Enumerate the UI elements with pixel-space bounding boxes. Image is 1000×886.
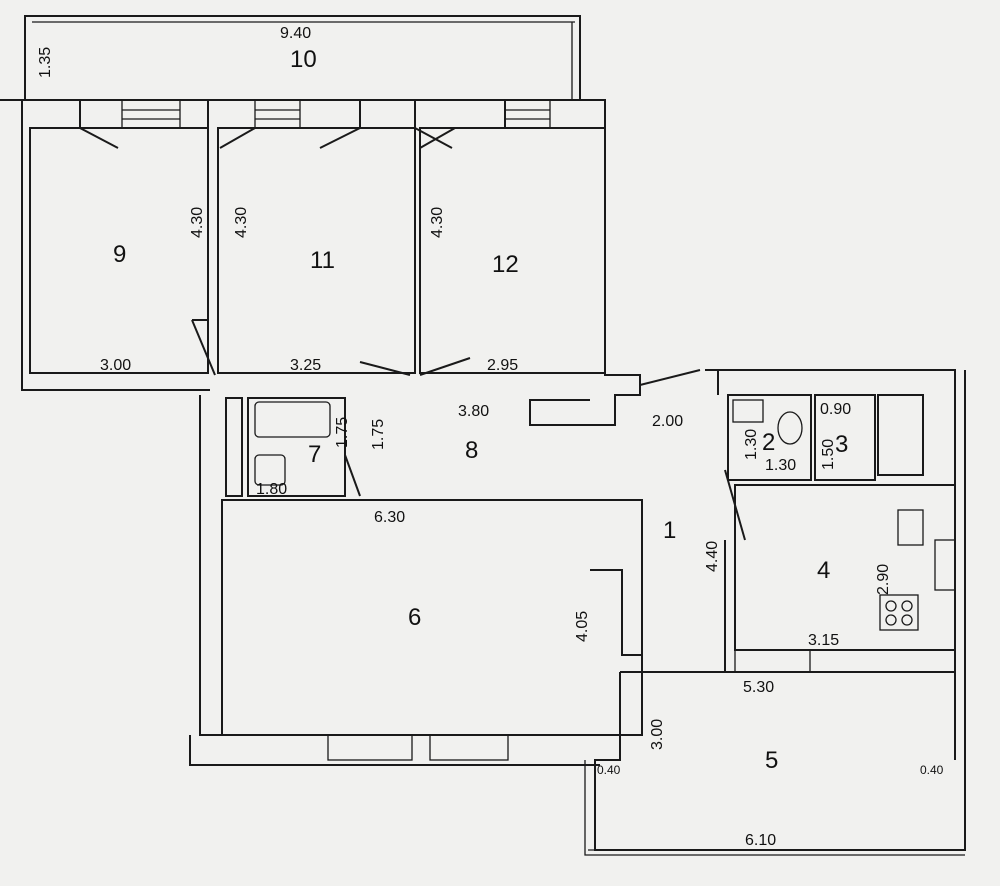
room-number-7: 7 xyxy=(308,441,321,468)
dim-label: 1.50 xyxy=(820,439,837,470)
dimension-labels: 9.40 1.35 4.30 3.00 4.30 3.25 4.30 2.95 … xyxy=(37,25,944,849)
dim-label: 1.75 xyxy=(334,417,351,448)
room-number-6: 6 xyxy=(408,604,421,631)
room-number-9: 9 xyxy=(113,241,126,268)
dim-label: 2.90 xyxy=(875,564,892,595)
dim-label: 4.40 xyxy=(704,541,721,572)
dim-label: 5.30 xyxy=(743,679,774,696)
sink-icon xyxy=(732,399,764,423)
room-number-5: 5 xyxy=(765,747,778,774)
dim-label: 0.90 xyxy=(820,401,851,418)
room-number-1: 1 xyxy=(663,517,676,544)
dim-label: 3.25 xyxy=(290,357,321,374)
fixtures xyxy=(254,399,924,631)
room-number-10: 10 xyxy=(290,46,317,73)
room-7-outline xyxy=(247,397,346,497)
dim-label: 9.40 xyxy=(280,25,311,42)
dim-label: 6.10 xyxy=(745,832,776,849)
room-number-12: 12 xyxy=(492,251,519,278)
dim-label: 2.00 xyxy=(652,413,683,430)
windows xyxy=(121,99,956,761)
dim-label: 0.40 xyxy=(920,763,944,777)
dim-label: 4.30 xyxy=(189,207,206,238)
toilet-icon xyxy=(777,411,803,445)
dim-label: 4.05 xyxy=(574,611,591,642)
dim-label: 1.75 xyxy=(370,419,387,450)
room-numbers: 10 9 11 12 7 8 1 2 3 4 6 5 xyxy=(113,46,848,774)
dim-label: 1.35 xyxy=(37,47,54,78)
dim-label: 3.15 xyxy=(808,632,839,649)
dim-label: 0.40 xyxy=(597,763,621,777)
room-number-8: 8 xyxy=(465,437,478,464)
closet-outline xyxy=(877,394,924,476)
room-3-outline xyxy=(814,394,876,481)
kitchen-sink-icon xyxy=(897,509,924,546)
room-11-outline xyxy=(217,127,416,374)
room-number-4: 4 xyxy=(817,557,830,584)
room-2-outline xyxy=(727,394,812,481)
sink-icon xyxy=(254,454,286,486)
stove-icon xyxy=(879,594,919,631)
dim-label: 3.00 xyxy=(100,357,131,374)
dim-label: 4.30 xyxy=(233,207,250,238)
room-number-11: 11 xyxy=(310,247,335,274)
dim-label: 1.30 xyxy=(765,457,796,474)
dim-label: 1.30 xyxy=(743,429,760,460)
dim-label: 2.95 xyxy=(487,357,518,374)
bathtub-icon xyxy=(254,401,331,438)
room-number-2: 2 xyxy=(762,429,775,456)
walls xyxy=(0,15,966,856)
dim-label: 3.00 xyxy=(649,719,666,750)
dim-label: 3.80 xyxy=(458,403,489,420)
dim-label: 4.30 xyxy=(429,207,446,238)
room-number-3: 3 xyxy=(835,431,848,458)
dim-label: 1.80 xyxy=(256,481,287,498)
dim-label: 6.30 xyxy=(374,509,405,526)
